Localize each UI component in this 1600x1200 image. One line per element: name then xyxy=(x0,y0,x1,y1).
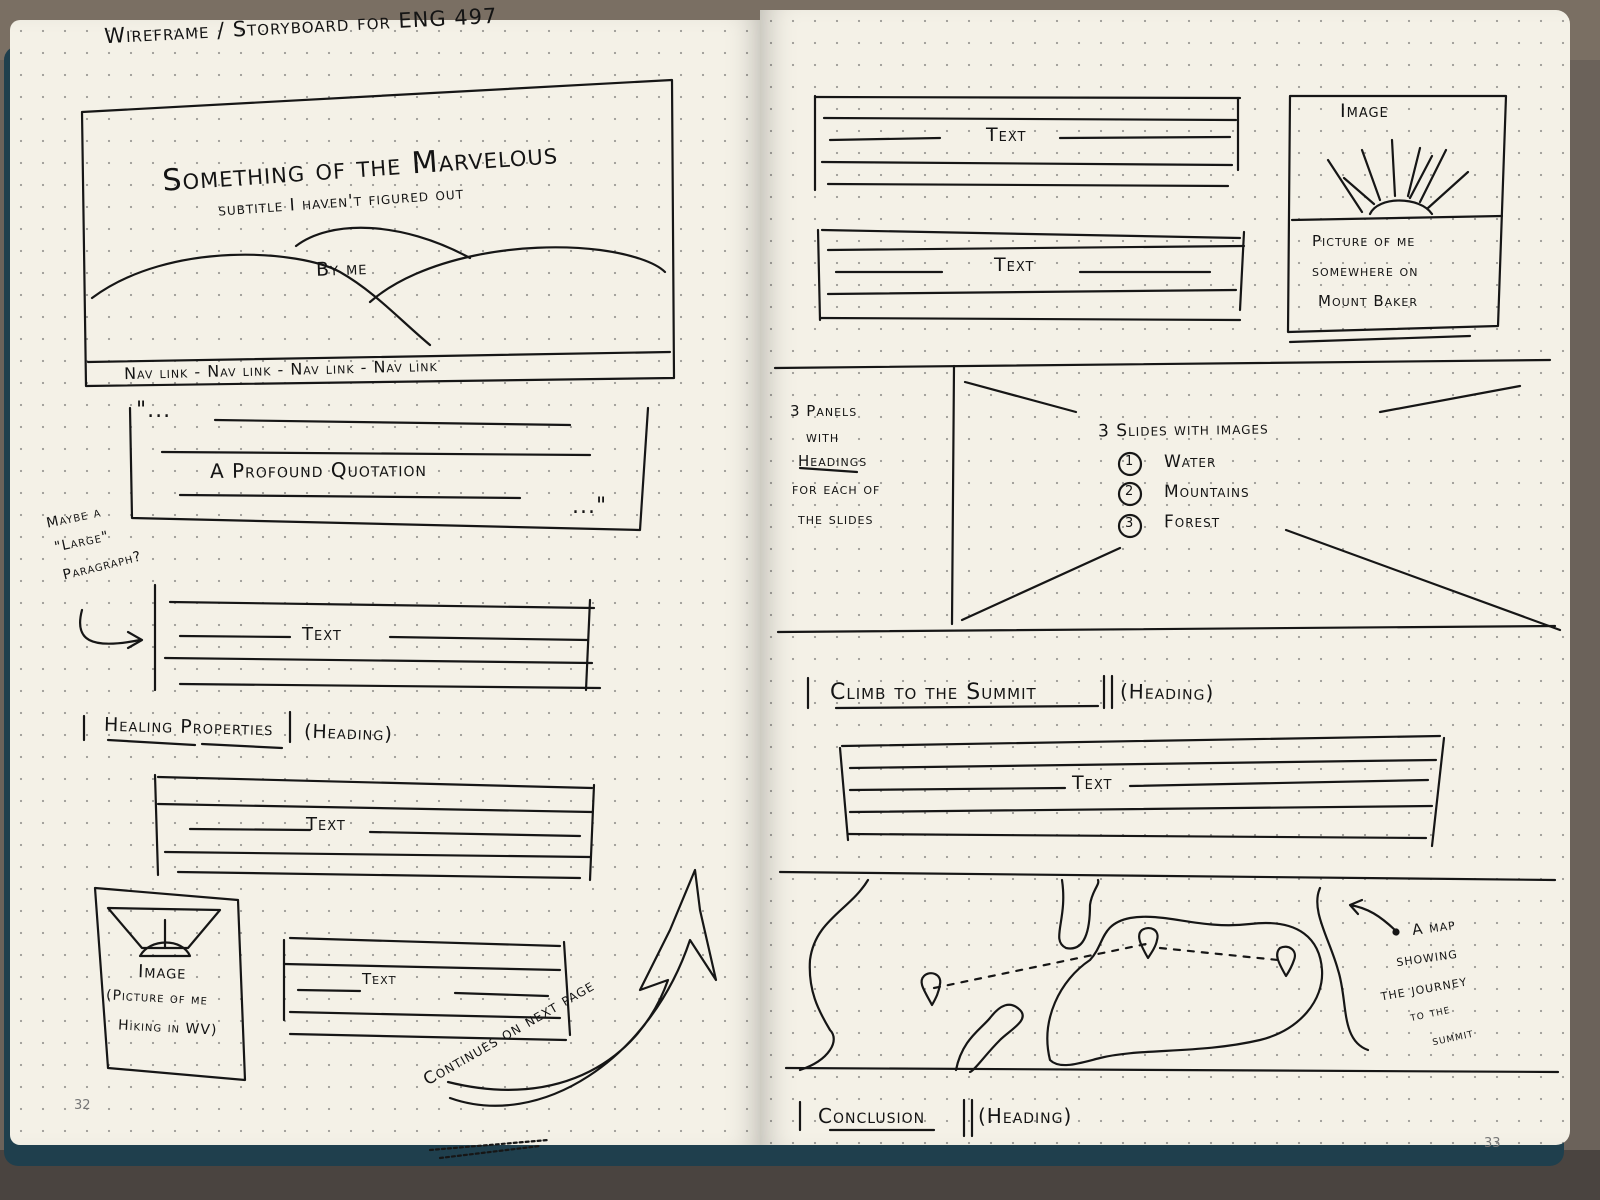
hill-right xyxy=(368,246,667,304)
slide-1-label: Water xyxy=(1164,452,1217,472)
slide-1-number: 1 xyxy=(1125,454,1135,469)
map-pin-3 xyxy=(1276,945,1296,978)
text-block-1-frame xyxy=(153,583,592,692)
panels-note-line-1: 3 Panels xyxy=(790,402,858,420)
quote-open-mark: "... xyxy=(136,398,172,423)
hill-middle xyxy=(294,226,472,260)
map-island xyxy=(1046,915,1324,1067)
hero-frame xyxy=(80,78,676,388)
panels-note-line-3: Headings xyxy=(798,452,868,470)
map-coastline-left xyxy=(798,878,870,1072)
quote-close-mark: ..." xyxy=(572,494,608,519)
image-box-right-label: Image xyxy=(1340,100,1389,122)
heading-1: Healing Properties xyxy=(103,713,274,741)
page-number-right: 33 xyxy=(1484,1136,1501,1151)
heading-2-note: (Heading) xyxy=(1119,679,1215,705)
nav-divider xyxy=(86,350,672,364)
text-block-b-label: Text xyxy=(994,254,1035,276)
heading-1-frame xyxy=(82,710,292,744)
map-coastline-right xyxy=(1316,886,1370,1052)
panels-note-line-2: with xyxy=(806,428,840,446)
text-block-c-label: Text xyxy=(1072,772,1113,794)
map-inlet xyxy=(1058,878,1100,950)
map-island-small xyxy=(954,1003,1024,1074)
text-block-a-frame xyxy=(813,94,1240,192)
map-pin-1 xyxy=(920,972,942,1007)
section-divider-1 xyxy=(773,358,1552,370)
image-box-right-frame xyxy=(1286,94,1508,334)
image-box-left-label: Image xyxy=(137,961,187,984)
text-block-a-label: Text xyxy=(986,124,1027,146)
map-route xyxy=(932,942,1280,990)
slide-2-label: Mountains xyxy=(1164,482,1250,502)
heading-2-frame xyxy=(806,674,1114,710)
map-pin-2 xyxy=(1138,926,1159,960)
quote-text: A Profound Quotation xyxy=(209,457,428,483)
text-block-3-frame xyxy=(282,938,572,1037)
section-divider-4 xyxy=(784,1066,1560,1074)
hero-byline: By me xyxy=(315,257,368,281)
page-number-left: 32 xyxy=(74,1098,91,1113)
heading-3-frame xyxy=(798,1098,974,1138)
heading-3: Conclusion xyxy=(818,1104,926,1128)
text-block-c-frame xyxy=(838,736,1446,848)
right-page xyxy=(760,10,1570,1145)
quote-frame xyxy=(128,406,650,532)
image-box-right-caption-1: Picture of me xyxy=(1312,232,1416,250)
heading-1-note: (Heading) xyxy=(303,720,394,746)
heading-2: Climb to the Summit xyxy=(830,680,1037,705)
image-box-right-caption-3: Mount Baker xyxy=(1318,292,1418,310)
heading-3-note: (Heading) xyxy=(978,1104,1073,1128)
image-box-left-frame xyxy=(93,886,247,1082)
continues-arrow xyxy=(446,868,718,1107)
text-block-1-label: Text xyxy=(302,624,342,645)
text-block-2-label: Text xyxy=(306,814,346,835)
panels-note-line-5: the slides xyxy=(798,510,874,528)
section-divider-3 xyxy=(778,870,1557,882)
side-note-arrow xyxy=(78,608,142,645)
lamp-sketch xyxy=(106,906,222,950)
section-divider-2 xyxy=(776,624,1557,634)
panels-note-line-4: for each of xyxy=(792,480,881,498)
left-page xyxy=(10,20,762,1145)
text-block-3-label: Text xyxy=(362,970,397,988)
slide-2-number: 2 xyxy=(1125,484,1135,499)
image-box-right-caption-2: somewhere on xyxy=(1312,262,1419,280)
text-block-2-frame xyxy=(153,773,596,882)
slides-title: 3 Slides with images xyxy=(1097,418,1269,442)
slide-3-label: Forest xyxy=(1164,512,1221,532)
slide-3-number: 3 xyxy=(1125,516,1135,531)
sun-sketch xyxy=(1368,199,1434,216)
map-note-arrow xyxy=(1348,898,1397,932)
hill-left xyxy=(90,253,432,347)
slides-divider xyxy=(950,364,956,626)
